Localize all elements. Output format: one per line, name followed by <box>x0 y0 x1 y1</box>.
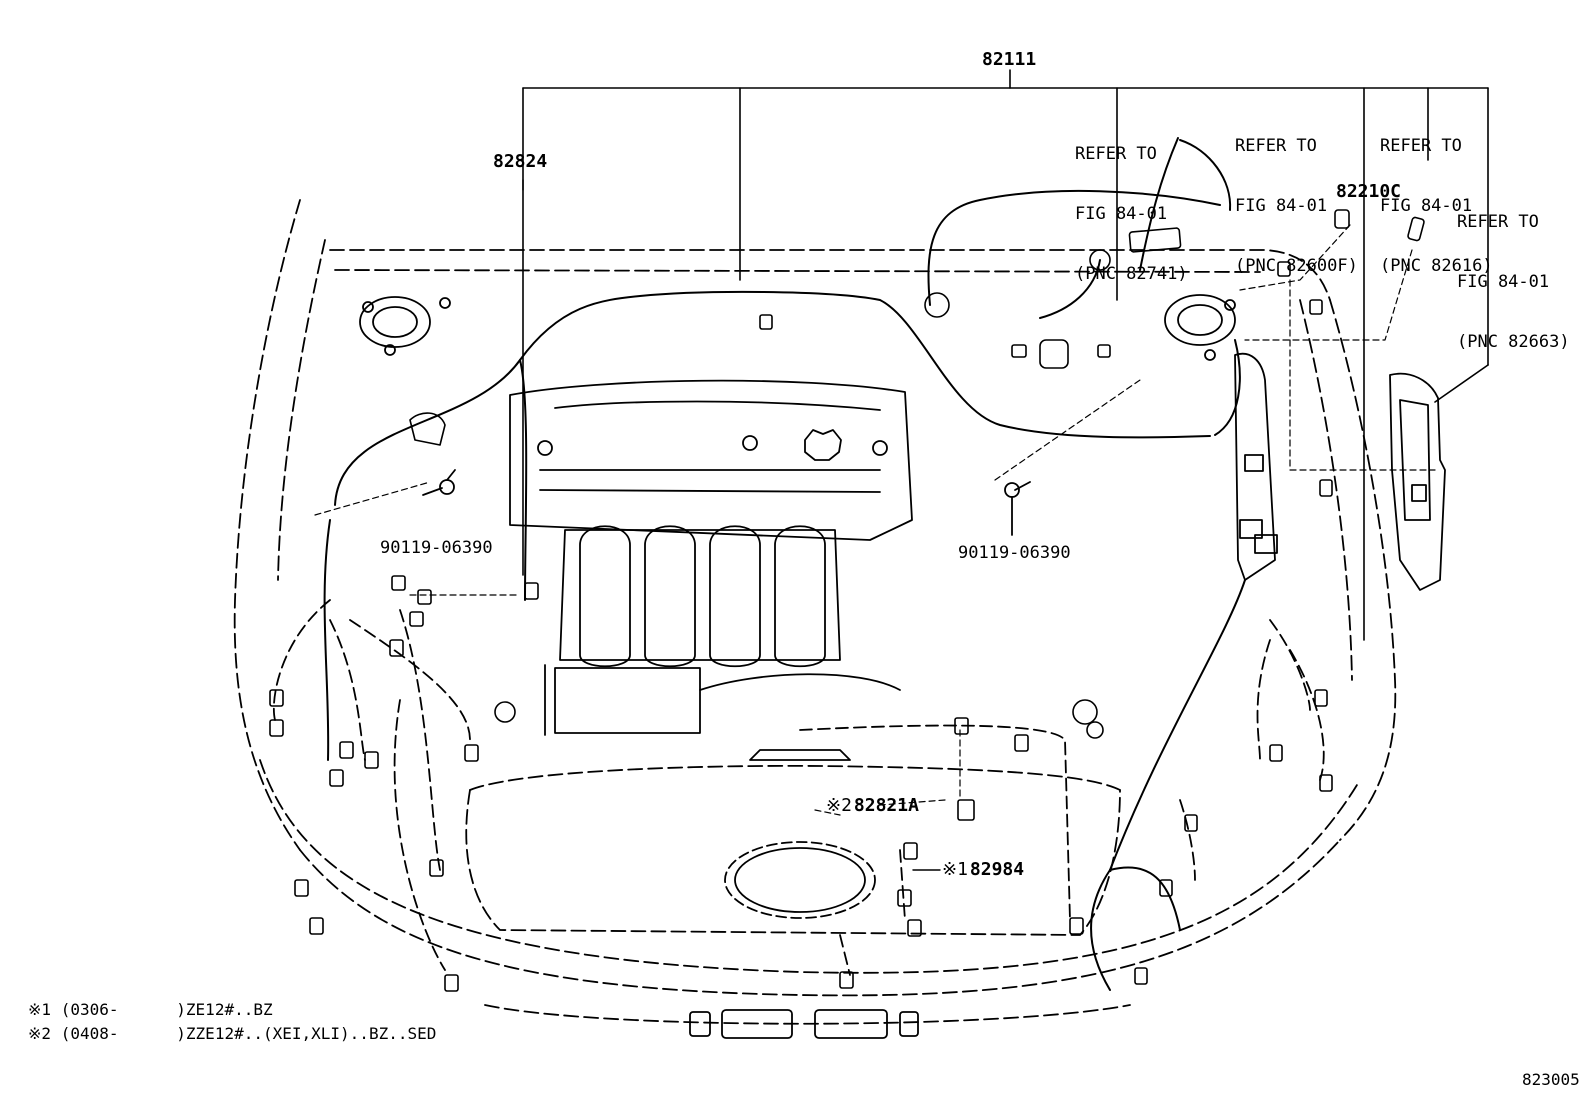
label-82111: 82111 <box>982 49 1037 70</box>
refer-82663-line2: FIG 84-01 <box>1457 272 1550 292</box>
battery-box <box>544 664 701 736</box>
connectors <box>269 209 1425 992</box>
label-82821a-text: 82821A <box>853 795 919 816</box>
ecu-cover-part <box>1389 372 1446 591</box>
bolt-left <box>422 469 456 496</box>
refer-82663: REFER TO FIG 84-01 (PNC 82663) <box>1457 172 1570 372</box>
refer-82616-line1: REFER TO <box>1380 136 1462 156</box>
refer-82616-line3: (PNC 82616) <box>1380 256 1493 276</box>
refer-82600f-line1: REFER TO <box>1235 136 1317 156</box>
label-82821a-mark: ※2 <box>826 795 852 816</box>
figure-id: 823005 <box>1522 1070 1580 1089</box>
refer-82600f: REFER TO FIG 84-01 (PNC 82600F) <box>1235 96 1358 296</box>
bolt-right <box>1004 481 1031 536</box>
refer-82616: REFER TO FIG 84-01 (PNC 82616) <box>1380 96 1493 296</box>
wire-harness-main <box>323 137 1246 991</box>
footnote-2-text: (0408- )ZZE12#..(XEI,XLI)..BZ..SED <box>60 1024 437 1043</box>
footnote-2-mark: ※2 <box>28 1024 52 1043</box>
strut-tower-left <box>359 296 451 356</box>
label-bolt-right: 90119-06390 <box>958 543 1071 563</box>
refer-82600f-line3: (PNC 82600F) <box>1235 256 1358 276</box>
refer-82741-line1: REFER TO <box>1075 144 1157 164</box>
label-bolt-left: 90119-06390 <box>380 538 493 558</box>
refer-82663-line3: (PNC 82663) <box>1457 332 1570 352</box>
label-82984-mark: ※1 <box>942 859 968 880</box>
relay-box-bracket <box>1234 352 1278 581</box>
reference-leaders <box>314 224 1436 816</box>
refer-82616-line2: FIG 84-01 <box>1380 196 1473 216</box>
footnote-1: ※1 (0306- )ZE12#..BZ <box>28 1000 273 1020</box>
wire-harness-branches <box>272 599 1325 976</box>
car-body-outline <box>233 199 1397 1025</box>
footnote-2: ※2 (0408- )ZZE12#..(XEI,XLI)..BZ..SED <box>28 1024 436 1044</box>
refer-82600f-line2: FIG 84-01 <box>1235 196 1328 216</box>
intake-manifold <box>559 525 901 691</box>
leader-lines-82111 <box>522 69 1489 641</box>
refer-82741-line2: FIG 84-01 <box>1075 204 1168 224</box>
refer-82741: REFER TO FIG 84-01 (PNC 82741) <box>1075 104 1188 304</box>
footnote-1-text: (0306- )ZE12#..BZ <box>60 1000 273 1019</box>
engine-cover <box>509 379 913 541</box>
label-82824: 82824 <box>493 151 548 172</box>
front-grille <box>689 749 919 1039</box>
label-82210c: 82210C <box>1336 181 1402 202</box>
refer-82663-line1: REFER TO <box>1457 212 1539 232</box>
footnote-1-mark: ※1 <box>28 1000 52 1019</box>
strut-tower-right <box>1164 294 1236 361</box>
refer-82741-line3: (PNC 82741) <box>1075 264 1188 284</box>
label-82984-text: 82984 <box>969 859 1025 880</box>
